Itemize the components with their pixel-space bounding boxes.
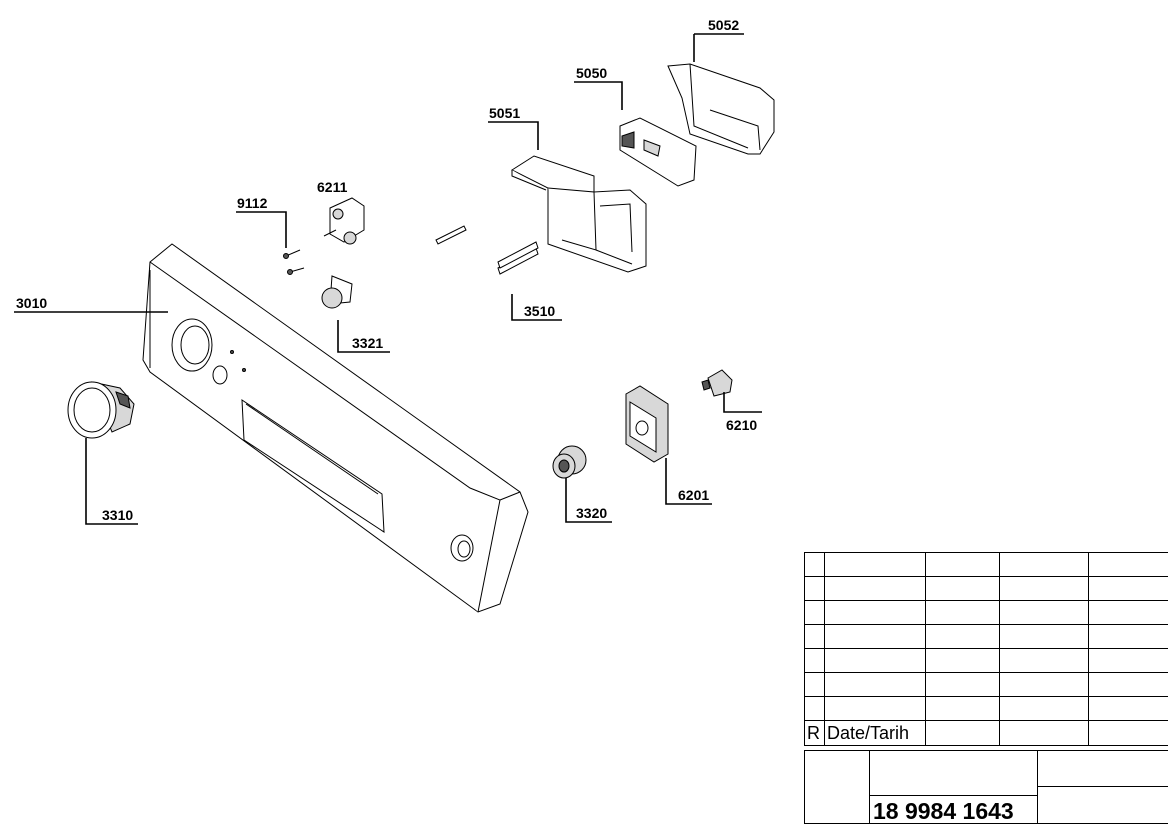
switch-part [701,369,733,397]
part-label-6201: 6201 [678,487,709,503]
part-label-3320: 3320 [576,505,607,521]
sensor-part [321,275,353,309]
part-label-6211: 6211 [317,179,348,195]
part-label-3010: 3010 [16,295,47,311]
part-label-3310: 3310 [102,507,133,523]
part-label-3321: 3321 [352,335,383,351]
title-block: R Date/Tarih 18 9984 1643 [804,552,1168,826]
pins-part [435,225,539,275]
knob-part [67,381,135,439]
button-cap-part [552,445,587,479]
drawing-number: 18 9984 1643 [873,798,1014,824]
valve-part [323,197,365,245]
part-label-3510: 3510 [524,303,555,319]
part-label-6210: 6210 [726,417,757,433]
frame-part [667,63,775,155]
part-label-5052: 5052 [708,17,739,33]
circuit-board-part [619,117,697,187]
screws-part [283,249,305,275]
leader-lines [14,33,762,525]
button-module-part [625,385,669,463]
part-label-9112: 9112 [237,195,268,211]
bracket-part [510,155,647,273]
part-label-5050: 5050 [576,65,607,81]
drawing-info-box: 18 9984 1643 [804,750,1168,824]
revision-table: R Date/Tarih [804,552,1168,746]
date-label: Date/Tarih [826,723,910,743]
revision-label: R [807,723,820,743]
part-label-5051: 5051 [489,105,520,121]
control-panel-part [142,243,529,613]
